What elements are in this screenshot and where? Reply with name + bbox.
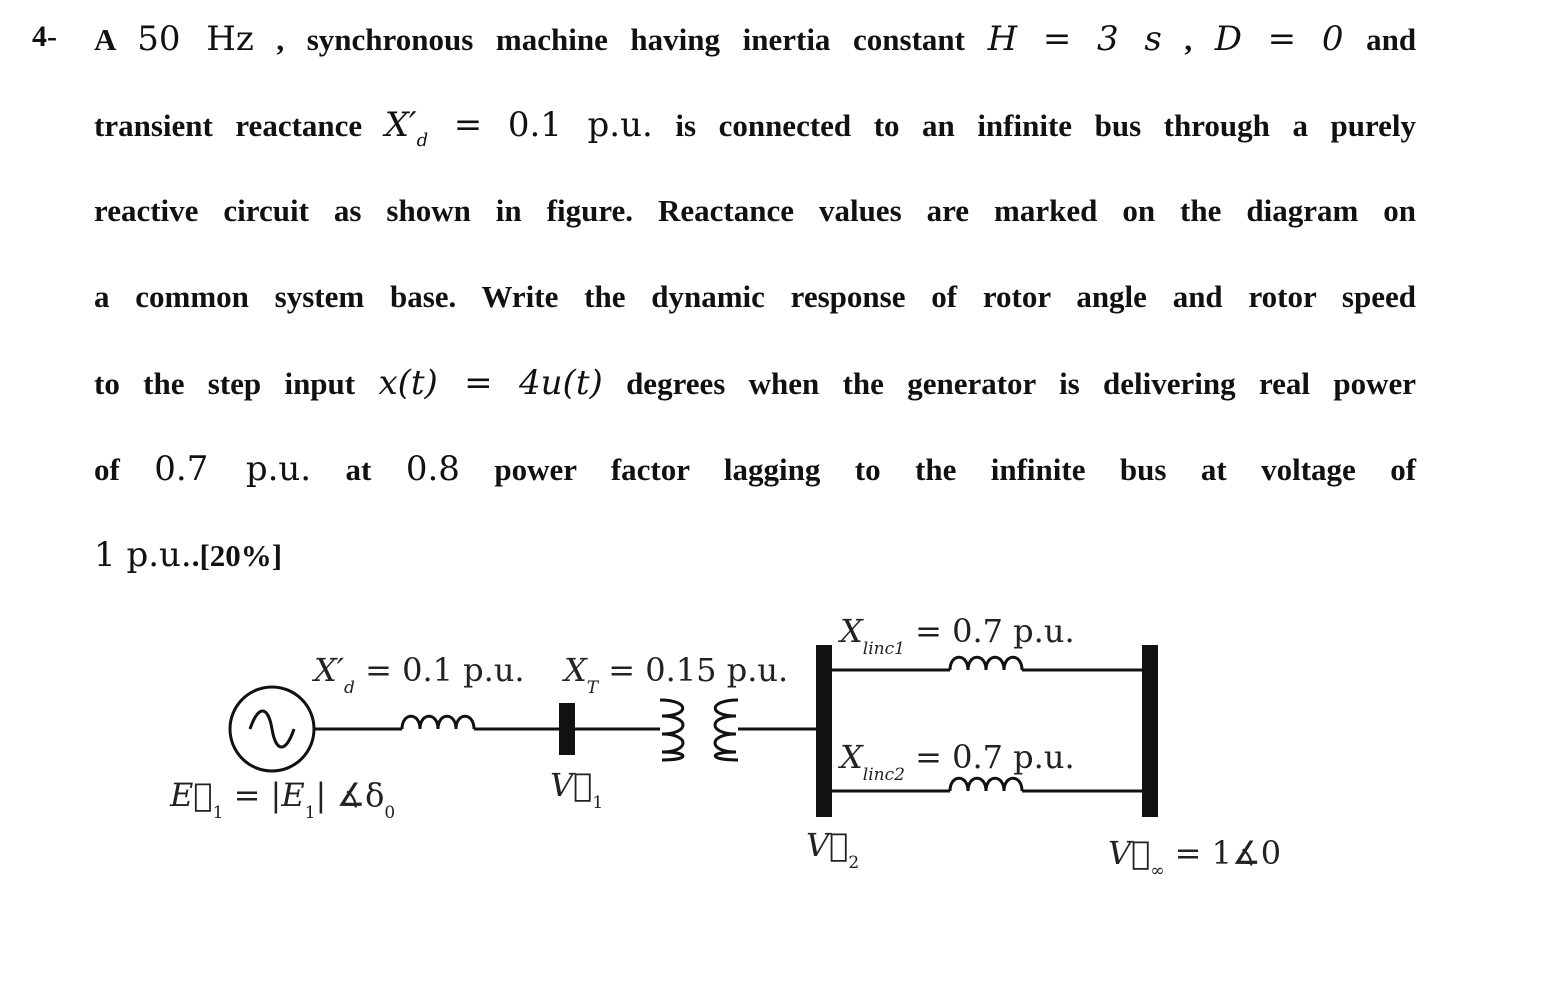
vinf-label: V⃗∞ = 1∡0 [1108, 834, 1282, 881]
e1-label: E⃗1 = |E1| ∡δ0 [170, 776, 396, 823]
transformer-primary [659, 698, 685, 762]
transformer-secondary [713, 698, 739, 762]
transient-reactance: X′d = 0.1 p.u. [384, 105, 653, 151]
bus-1 [559, 703, 575, 755]
real-power: 0.7 p.u. [154, 449, 312, 489]
problem-line-4: a common system base. Write the dynamic … [94, 279, 1416, 314]
problem-line-7: 1 p.u..[20%] [94, 534, 1416, 577]
text: transient reactance [94, 108, 363, 143]
bus-2 [816, 645, 832, 817]
problem-line-6: of 0.7 p.u. at 0.8 power factor lagging … [94, 448, 1416, 491]
marks: .[20%] [191, 538, 283, 573]
circuit-diagram: X′d = 0.1 p.u. XT = 0.15 p.u. Xlinc1 = 0… [0, 600, 1546, 1000]
text: A [94, 22, 115, 57]
v2-label: V⃗2 [806, 826, 860, 873]
problem-line-1: A 50 Hz , synchronous machine having ine… [94, 18, 1416, 61]
problem-statement: 4- A 50 Hz , synchronous machine having … [32, 18, 1416, 577]
text: , [1184, 22, 1193, 57]
problem-line-2: transient reactance X′d = 0.1 p.u. is co… [94, 104, 1416, 162]
sine-wave [248, 709, 296, 749]
line2-inductor [948, 776, 1024, 792]
text: degrees when the generator is delivering… [626, 366, 1416, 401]
text: power factor lagging to the infinite bus… [494, 452, 1417, 487]
xd-inductor [400, 714, 476, 730]
xd-label: X′d = 0.1 p.u. [314, 651, 525, 698]
xline1-label: Xlinc1 = 0.7 p.u. [840, 612, 1075, 659]
text: at [345, 452, 372, 487]
bus-infinite [1142, 645, 1158, 817]
problem-number: 4- [32, 20, 57, 53]
text: to the step input [94, 366, 356, 401]
frequency: 50 Hz [137, 19, 254, 59]
text: , synchronous machine having inertia con… [276, 22, 965, 57]
text: of [94, 452, 120, 487]
power-factor: 0.8 [405, 449, 460, 489]
text: and [1366, 22, 1417, 57]
bus-voltage: 1 p.u. [94, 535, 192, 575]
circuit-drawing [228, 645, 1158, 817]
v1-label: V⃗1 [550, 766, 604, 813]
problem-line-5: to the step input x(t) = 4u(t) degrees w… [94, 362, 1416, 405]
line1-inductor [948, 655, 1024, 671]
step-input: x(t) = 4u(t) [378, 363, 603, 403]
damping: D = 0 [1214, 19, 1344, 59]
text: is connected to an infinite bus through … [675, 108, 1417, 143]
problem-line-3: reactive circuit as shown in figure. Rea… [94, 193, 1416, 228]
xt-label: XT = 0.15 p.u. [564, 651, 789, 698]
xline2-label: Xlinc2 = 0.7 p.u. [840, 738, 1075, 785]
inertia-constant: H = 3 s [987, 19, 1162, 59]
